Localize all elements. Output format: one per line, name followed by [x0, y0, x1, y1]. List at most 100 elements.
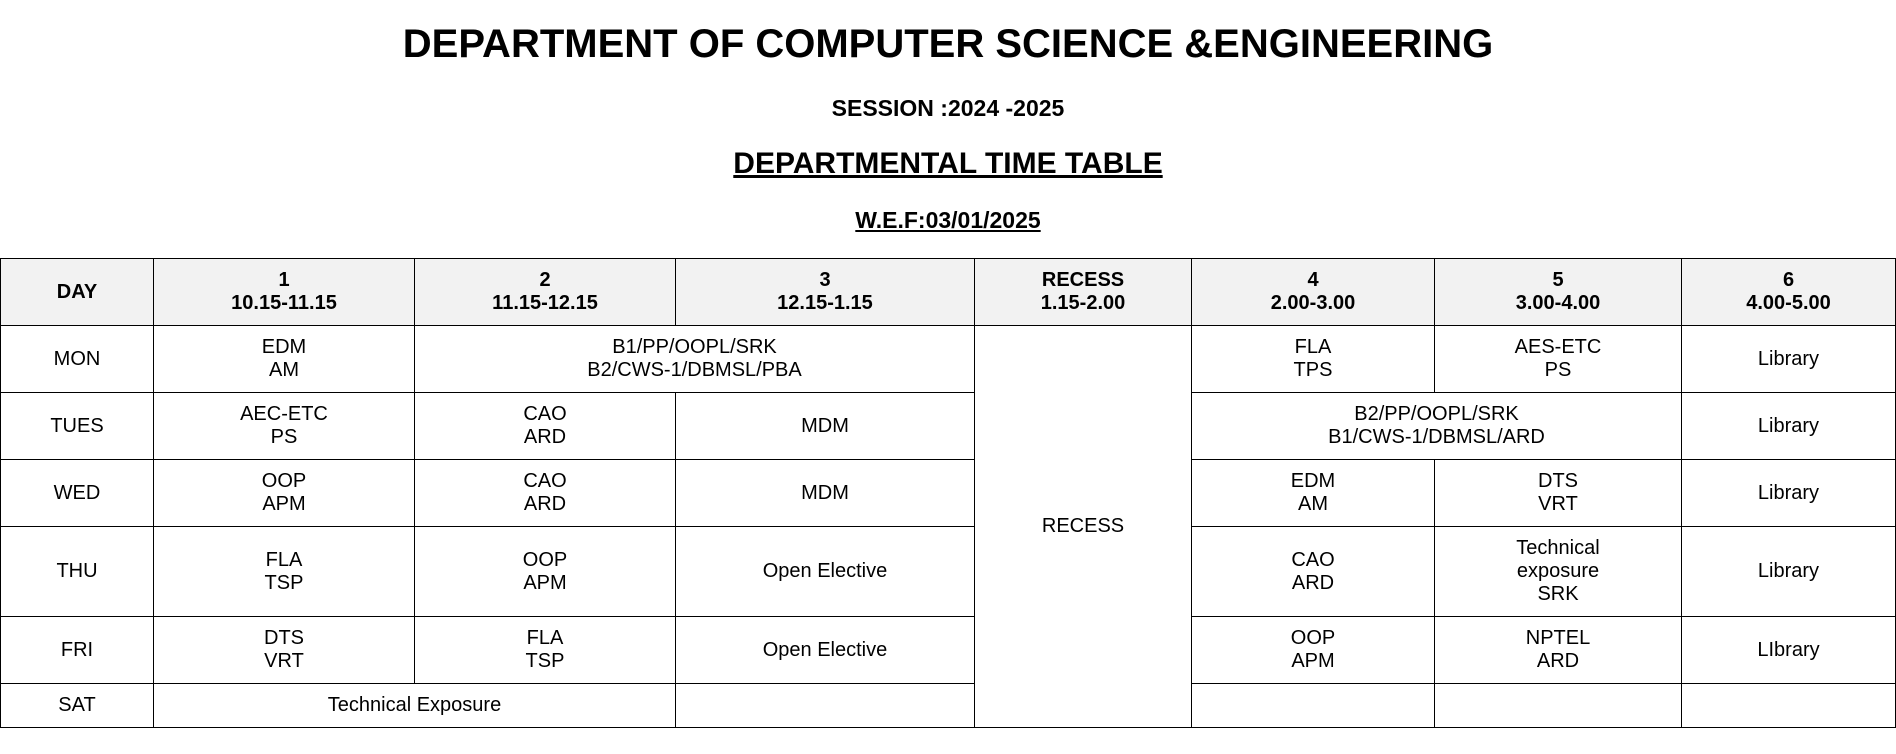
faculty: TSP	[264, 571, 304, 594]
period-cell: EDM AM	[1191, 459, 1435, 527]
faculty: APM	[523, 571, 567, 594]
period-cell: DTS VRT	[1434, 459, 1682, 527]
table-row: MON EDM AM B1/PP/OOPL/SRK B2/CWS-1/DBMSL…	[0, 325, 1896, 728]
period-cell: Technical exposure SRK	[1434, 526, 1682, 617]
batch-lab: B2/CWS-1/DBMSL/PBA	[587, 359, 802, 381]
period-time: 12.15-1.15	[777, 292, 873, 314]
period-number: 5	[1552, 269, 1564, 291]
subject: FLA	[1294, 336, 1332, 358]
subject: Technical	[1516, 537, 1600, 559]
recess-cell: RECESS	[974, 325, 1192, 728]
period-cell: FLA TPS	[1191, 325, 1435, 393]
period-number: 4	[1307, 269, 1319, 291]
col-header-period-2: 2 11.15-12.15	[414, 258, 676, 326]
subject: CAO	[1291, 548, 1335, 571]
table-row: SAT Technical Exposure	[0, 683, 1896, 728]
period-cell: Open Elective	[675, 526, 975, 617]
subject: AEC-ETC	[240, 403, 328, 425]
period-cell: FLA TSP	[153, 526, 415, 617]
batch-lab: B1/PP/OOPL/SRK	[612, 336, 777, 358]
period-number: 1	[278, 269, 290, 291]
period-cell: AES-ETC PS	[1434, 325, 1682, 393]
subject: FLA	[265, 548, 303, 571]
subject: CAO	[523, 470, 567, 492]
lab-cell: B1/PP/OOPL/SRK B2/CWS-1/DBMSL/PBA	[414, 325, 975, 393]
recess-time: 1.15-2.00	[1040, 292, 1126, 314]
faculty: SRK	[1537, 583, 1579, 605]
period-cell: CAO ARD	[414, 392, 676, 460]
table-row: TUES AEC-ETC PS CAO ARD MDM B2/PP/OOPL/S…	[0, 392, 1896, 460]
period-cell: Library	[1681, 325, 1896, 393]
period-cell: MDM	[675, 392, 975, 460]
subject: OOP	[1290, 627, 1336, 649]
subject: CAO	[523, 403, 567, 425]
period-cell: EDM AM	[153, 325, 415, 393]
department-title: DEPARTMENT OF COMPUTER SCIENCE &ENGINEER…	[402, 22, 1494, 66]
subject: OOP	[261, 470, 307, 492]
day-cell: THU	[0, 526, 154, 617]
period-cell: Library	[1681, 459, 1896, 527]
subject: OOP	[522, 548, 568, 571]
period-cell: OOP APM	[153, 459, 415, 527]
timetable-title: DEPARTMENTAL TIME TABLE	[733, 147, 1163, 180]
faculty: PS	[270, 426, 298, 448]
faculty: ARD	[523, 493, 567, 515]
batch-lab: B1/CWS-1/DBMSL/ARD	[1328, 426, 1545, 448]
col-header-period-5: 5 3.00-4.00	[1434, 258, 1682, 326]
period-cell	[1191, 683, 1435, 728]
period-cell: MDM	[675, 459, 975, 527]
wef-date: W.E.F:03/01/2025	[855, 207, 1041, 233]
faculty: VRT	[1538, 493, 1578, 515]
day-cell: FRI	[0, 616, 154, 684]
subject: EDM	[1290, 470, 1336, 492]
period-cell: AEC-ETC PS	[153, 392, 415, 460]
recess-label: RECESS	[1041, 269, 1125, 291]
period-cell: Open Elective	[675, 616, 975, 684]
period-cell: LIbrary	[1681, 616, 1896, 684]
faculty: TSP	[525, 650, 565, 672]
period-cell: Technical Exposure	[153, 683, 676, 728]
period-number: 3	[819, 269, 831, 291]
faculty: AM	[269, 359, 299, 381]
faculty: AM	[1298, 493, 1328, 515]
batch-lab: B2/PP/OOPL/SRK	[1354, 403, 1519, 425]
period-cell: FLA TSP	[414, 616, 676, 684]
day-cell: MON	[0, 325, 154, 393]
faculty: ARD	[1291, 571, 1335, 594]
faculty: APM	[1291, 650, 1335, 672]
period-number: 2	[539, 269, 551, 291]
period-cell: Library	[1681, 526, 1896, 617]
table-row: WED OOP APM CAO ARD MDM EDM AM DTS VRT L…	[0, 459, 1896, 527]
col-header-recess: RECESS 1.15-2.00	[974, 258, 1192, 326]
period-cell: CAO ARD	[414, 459, 676, 527]
subject: DTS	[264, 627, 304, 649]
col-header-period-3: 3 12.15-1.15	[675, 258, 975, 326]
timetable: DAY 1 10.15-11.15 2 11.15-12.15 3 12.15-…	[0, 258, 1896, 728]
period-cell: NPTEL ARD	[1434, 616, 1682, 684]
subject: NPTEL	[1525, 627, 1591, 649]
table-row: FRI DTS VRT FLA TSP Open Elective OOP AP…	[0, 616, 1896, 684]
period-cell	[1681, 683, 1896, 728]
day-cell: WED	[0, 459, 154, 527]
faculty: VRT	[264, 650, 304, 672]
day-cell: TUES	[0, 392, 154, 460]
faculty: TPS	[1293, 359, 1333, 381]
faculty: ARD	[523, 426, 567, 448]
period-cell: Library	[1681, 392, 1896, 460]
col-header-day: DAY	[0, 258, 154, 326]
day-cell: SAT	[0, 683, 154, 728]
faculty: APM	[262, 493, 306, 515]
col-header-period-6: 6 4.00-5.00	[1681, 258, 1896, 326]
period-cell: OOP APM	[1191, 616, 1435, 684]
period-number: 6	[1782, 269, 1795, 291]
subject: DTS	[1538, 470, 1578, 492]
period-time: 11.15-12.15	[492, 292, 598, 314]
subject: AES-ETC	[1514, 336, 1602, 358]
period-time: 3.00-4.00	[1515, 292, 1601, 314]
period-cell: CAO ARD	[1191, 526, 1435, 617]
period-cell: OOP APM	[414, 526, 676, 617]
period-cell	[675, 683, 975, 728]
col-header-period-4: 4 2.00-3.00	[1191, 258, 1435, 326]
header-row: DAY 1 10.15-11.15 2 11.15-12.15 3 12.15-…	[0, 258, 1896, 326]
faculty: PS	[1544, 359, 1572, 381]
